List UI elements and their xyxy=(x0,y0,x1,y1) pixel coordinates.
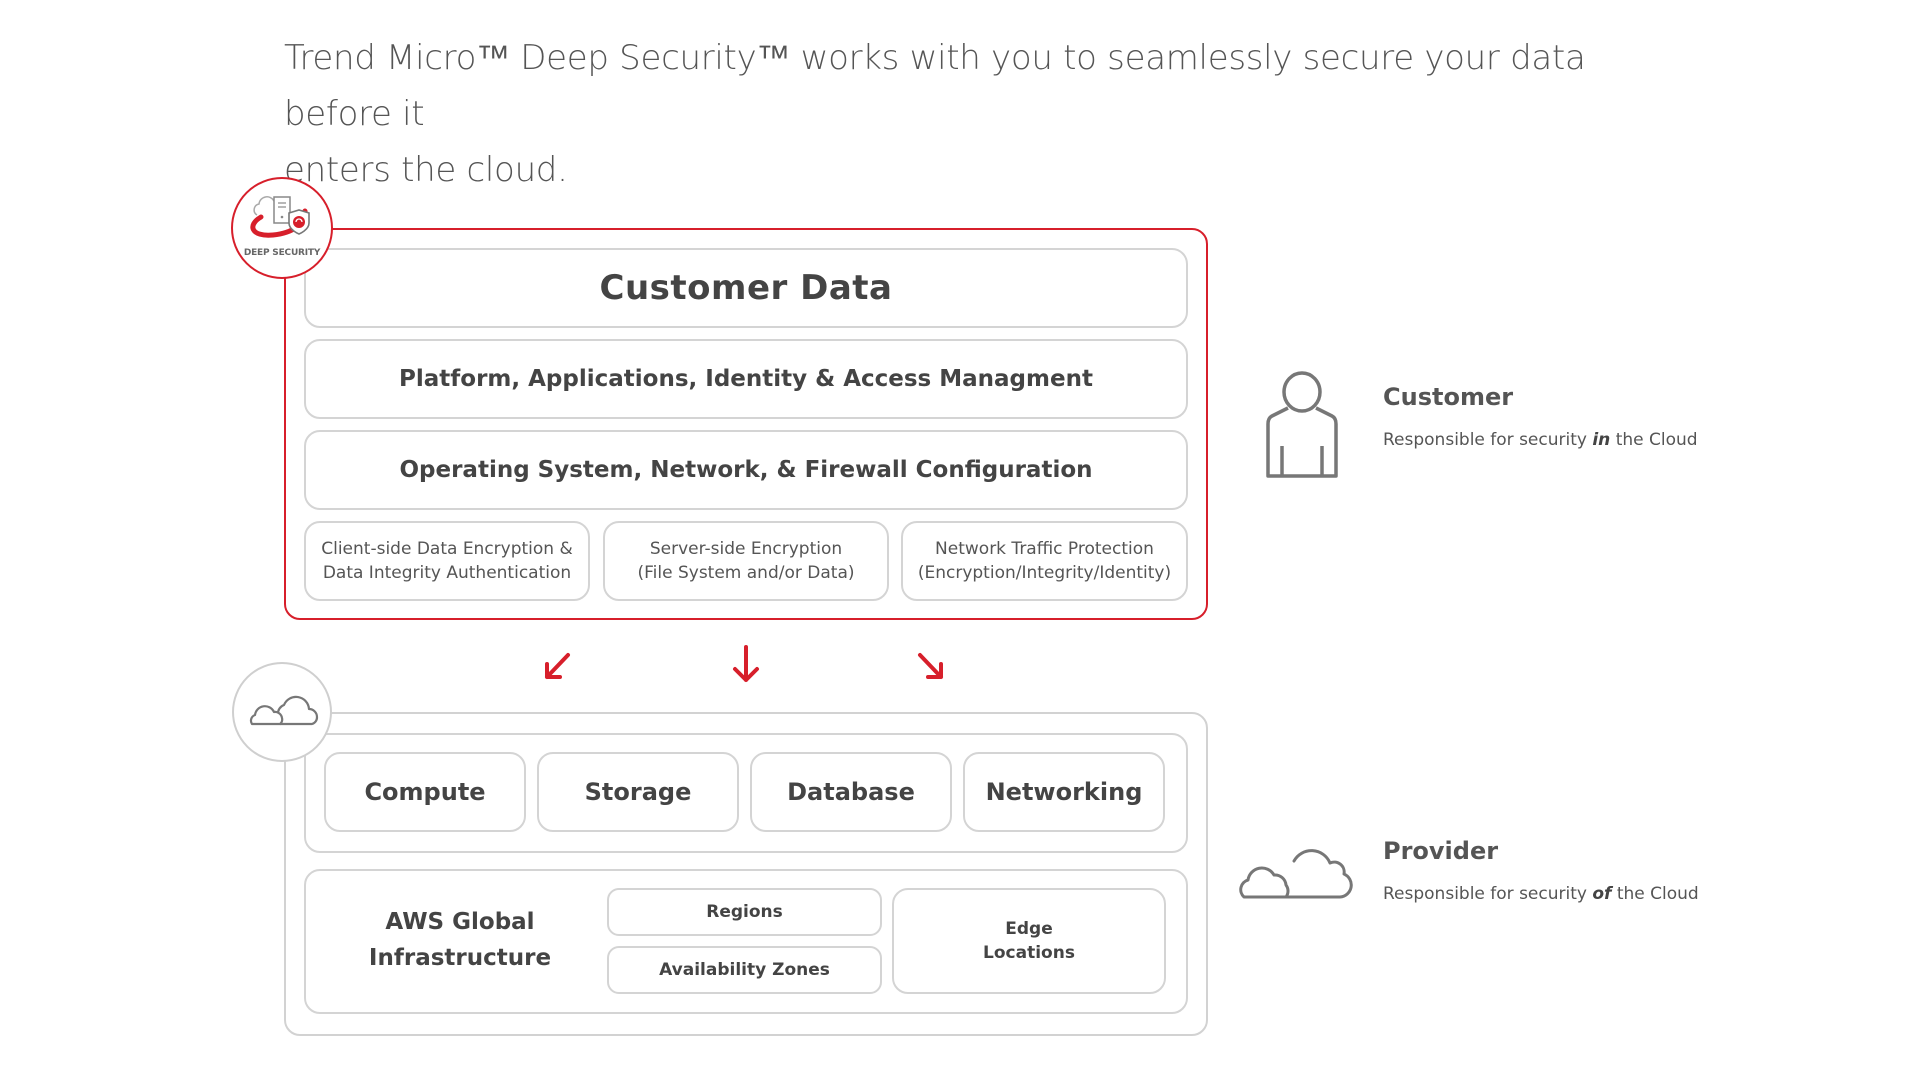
legend-provider-desc-emphasis: of xyxy=(1592,884,1612,904)
client-side-encryption-box: Client-side Data Encryption & Data Integ… xyxy=(304,521,590,601)
legend-provider-title: Provider xyxy=(1383,837,1499,865)
availability-zones-label: Availability Zones xyxy=(659,960,830,980)
provider-responsibility-frame xyxy=(284,712,1208,1036)
service-storage-label: Storage xyxy=(584,778,692,806)
service-database-label: Database xyxy=(787,778,915,806)
provider-cloud-icon xyxy=(1239,849,1353,899)
edge-locations-line-1: Edge xyxy=(1005,919,1053,939)
deep-security-badge-label: DEEP SECURITY xyxy=(243,248,321,258)
cloud-badge xyxy=(232,662,332,762)
availability-zones-box: Availability Zones xyxy=(607,946,882,994)
deep-security-logo-icon xyxy=(250,196,310,238)
service-compute: Compute xyxy=(324,752,526,832)
os-network-row: Operating System, Network, & Firewall Co… xyxy=(304,430,1188,510)
customer-data-label: Customer Data xyxy=(599,268,893,308)
cloud-icon xyxy=(249,695,319,726)
os-network-label: Operating System, Network, & Firewall Co… xyxy=(399,457,1093,483)
edge-locations-line-2: Locations xyxy=(983,943,1075,963)
legend-customer-desc-suffix: the Cloud xyxy=(1610,430,1698,450)
service-database: Database xyxy=(750,752,952,832)
network-traffic-protection-line-2: (Encryption/Integrity/Identity) xyxy=(917,563,1172,583)
headline-line-1: Trend Micro™ Deep Security™ works with y… xyxy=(284,38,1586,134)
aws-global-infrastructure-label: AWS Global Infrastructure xyxy=(340,904,580,976)
legend-provider-desc-prefix: Responsible for security xyxy=(1383,884,1593,904)
arrow-down-icon xyxy=(733,645,759,682)
arrow-down-left-icon xyxy=(545,653,570,679)
legend-customer-desc-prefix: Responsible for security xyxy=(1383,430,1593,450)
server-side-encryption-line-1: Server-side Encryption xyxy=(649,539,843,559)
server-side-encryption-box: Server-side Encryption (File System and/… xyxy=(603,521,889,601)
platform-label: Platform, Applications, Identity & Acces… xyxy=(399,366,1093,392)
service-compute-label: Compute xyxy=(364,778,486,806)
regions-box: Regions xyxy=(607,888,882,936)
customer-responsibility-frame xyxy=(284,228,1208,620)
service-storage: Storage xyxy=(537,752,739,832)
arrow-down-right-icon xyxy=(918,653,943,679)
service-networking-label: Networking xyxy=(985,778,1143,806)
platform-row: Platform, Applications, Identity & Acces… xyxy=(304,339,1188,419)
network-traffic-protection-line-1: Network Traffic Protection xyxy=(935,539,1154,559)
network-traffic-protection-box: Network Traffic Protection (Encryption/I… xyxy=(901,521,1188,601)
service-networking: Networking xyxy=(963,752,1165,832)
aws-global-infrastructure-line-2: Infrastructure xyxy=(368,945,552,971)
client-side-encryption-line-1: Client-side Data Encryption & xyxy=(321,539,573,559)
customer-data-row: Customer Data xyxy=(304,248,1188,328)
headline: Trend Micro™ Deep Security™ works with y… xyxy=(284,30,1684,198)
deep-security-badge: DEEP SECURITY xyxy=(231,177,333,279)
legend-provider-desc-suffix: the Cloud xyxy=(1611,884,1699,904)
server-side-encryption-line-2: (File System and/or Data) xyxy=(637,563,855,583)
person-icon xyxy=(1266,371,1338,478)
legend-customer-desc-emphasis: in xyxy=(1592,430,1611,450)
legend-customer-title: Customer xyxy=(1383,383,1514,411)
legend-customer-desc: Responsible for security in the Cloud xyxy=(1383,430,1698,450)
aws-global-infrastructure-line-1: AWS Global xyxy=(385,909,535,935)
client-side-encryption-line-2: Data Integrity Authentication xyxy=(322,563,572,583)
headline-line-2: enters the cloud. xyxy=(284,150,568,190)
regions-label: Regions xyxy=(706,902,783,922)
legend-provider-desc: Responsible for security of the Cloud xyxy=(1383,884,1699,904)
edge-locations-box: Edge Locations xyxy=(892,888,1166,994)
